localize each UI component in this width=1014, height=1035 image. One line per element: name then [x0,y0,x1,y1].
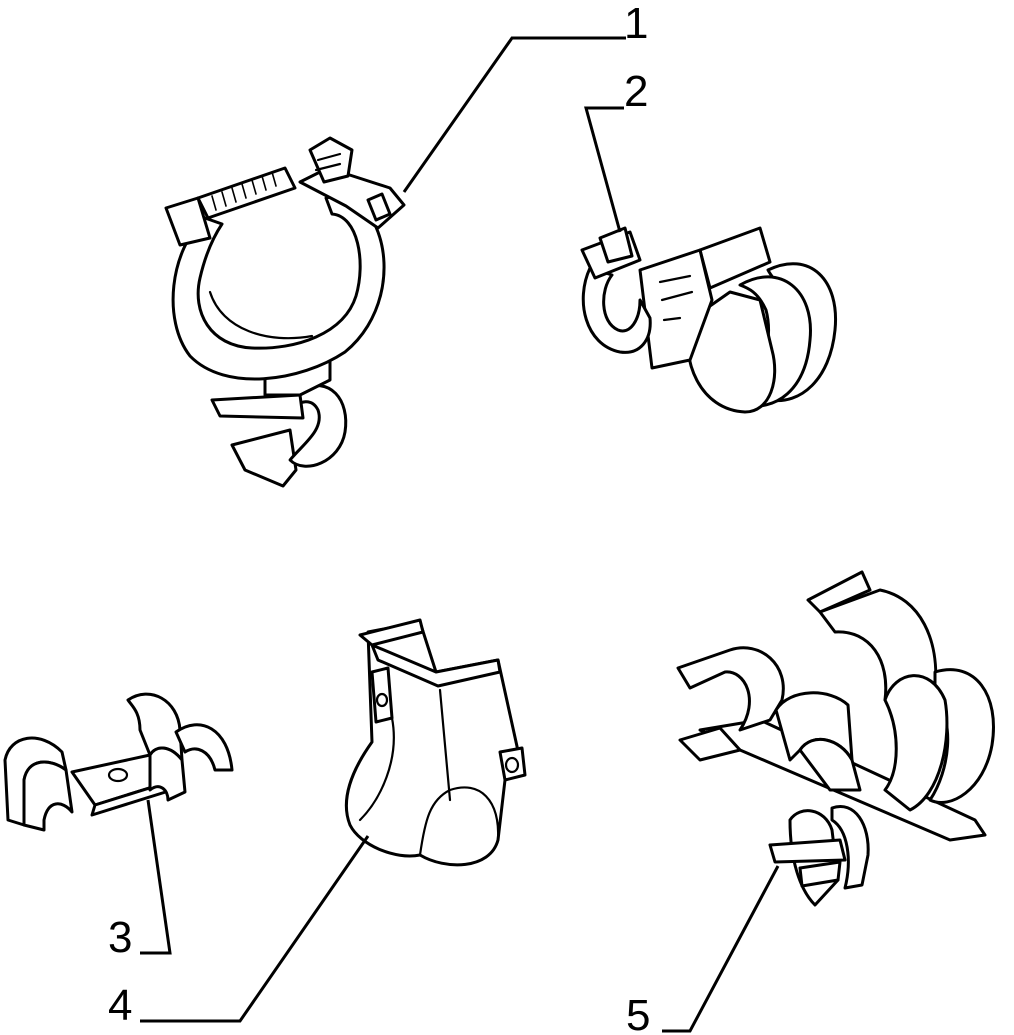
part-2-double-clip [580,226,838,414]
part-5-multi-clip [676,570,995,907]
leader-3 [140,799,172,955]
leader-lines [140,36,780,1033]
callout-3: 3 [108,913,132,962]
leader-4 [140,835,370,1023]
part-4-boot-cover [345,618,527,867]
leader-2 [584,106,624,233]
callout-2: 2 [624,67,648,116]
callout-labels: 1 2 3 4 5 [108,0,650,1035]
part-1-hose-clamp [164,136,406,488]
part-3-saddle-clip [3,692,234,832]
callout-5: 5 [626,991,650,1035]
leader-5 [662,865,780,1033]
leader-1 [402,36,626,193]
callout-1: 1 [624,0,648,48]
callout-4: 4 [108,981,132,1030]
